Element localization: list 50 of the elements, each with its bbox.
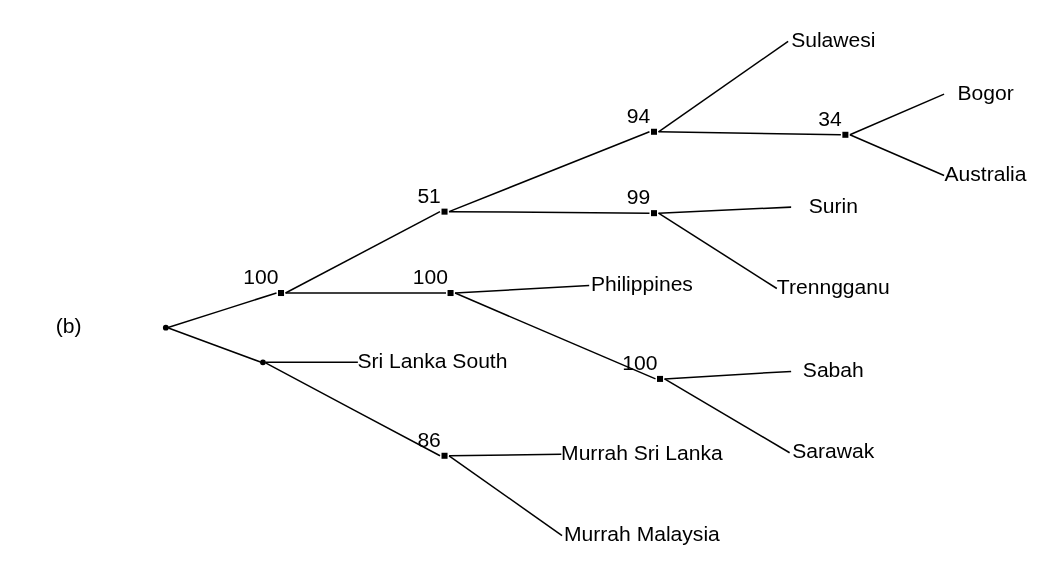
- node-point: [447, 290, 454, 297]
- connector: [848, 134, 945, 177]
- node-point: [277, 290, 284, 297]
- connector: [447, 210, 650, 214]
- connector: [663, 370, 792, 380]
- node-point: [841, 131, 848, 138]
- node-text: Murrah Sri Lanka: [560, 440, 723, 464]
- node-text: Australia: [944, 162, 1027, 186]
- node-label: 100: [242, 265, 279, 289]
- connector: [264, 361, 359, 364]
- connector: [447, 453, 562, 457]
- node-text: Bogor: [956, 80, 1014, 104]
- connector: [663, 378, 790, 454]
- node-text: Murrah Malaysia: [563, 522, 720, 546]
- node-text: Sri Lanka South: [356, 348, 507, 372]
- node-point: [656, 375, 663, 382]
- connector: [657, 131, 842, 136]
- connector: [657, 40, 789, 133]
- node-label: 94: [626, 104, 650, 128]
- node-label: 86: [416, 428, 441, 452]
- node-label: 34: [817, 107, 842, 131]
- node-text: Trenngganu: [776, 275, 890, 299]
- node-label: 51: [416, 183, 441, 207]
- connector: [447, 455, 563, 537]
- connector: [284, 210, 441, 294]
- node-text: Sulawesi: [790, 27, 876, 51]
- node-text: Sabah: [802, 357, 864, 381]
- connector: [447, 131, 650, 213]
- connector: [284, 292, 447, 294]
- node-point: [441, 452, 448, 459]
- node-point: [162, 324, 169, 331]
- node-text: Sarawak: [791, 439, 874, 463]
- connector: [453, 284, 590, 294]
- node-point: [441, 208, 448, 215]
- connector: [657, 212, 778, 290]
- node-point: [650, 210, 657, 217]
- node-text: Philippines: [590, 272, 693, 296]
- node-point: [259, 359, 266, 366]
- connector: [657, 206, 792, 214]
- connector: [453, 292, 656, 380]
- connector: [166, 292, 277, 329]
- connector: [167, 327, 261, 363]
- node-label: 100: [412, 265, 448, 289]
- node-label: 100: [621, 351, 658, 375]
- node-text: Surin: [808, 193, 858, 217]
- node-label: 99: [626, 185, 650, 209]
- node-point: [650, 128, 657, 135]
- label: (b): [55, 314, 82, 338]
- connector: [848, 93, 945, 136]
- connector: [264, 362, 441, 457]
